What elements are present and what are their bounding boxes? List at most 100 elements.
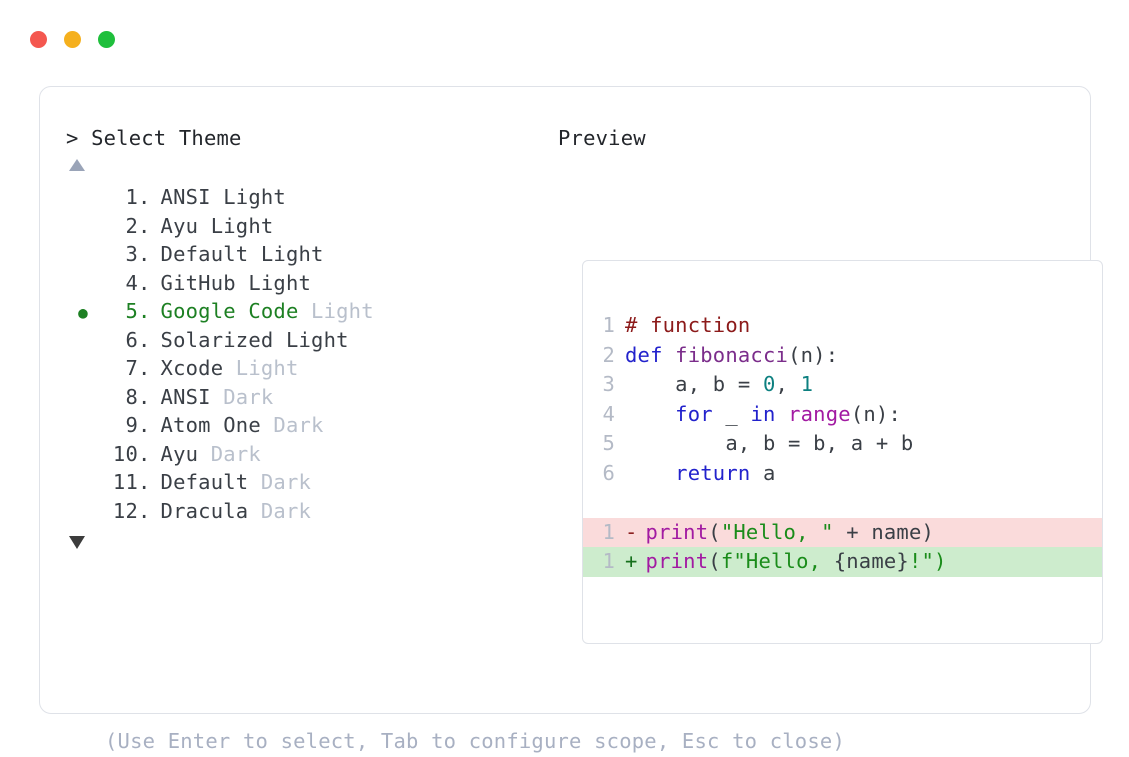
code-token: 0 — [762, 372, 776, 396]
diff-line-add: 1+print(f"Hello, {name}!") — [583, 547, 1102, 577]
theme-index-dot: . — [138, 356, 151, 380]
columns: > Select Theme ●1.ANSI Light●2.Ayu Light… — [66, 123, 1064, 549]
diff-line-del: 1 -print("Hello, " + name) — [583, 517, 1102, 548]
theme-name: Ayu — [160, 441, 199, 466]
code-token: {name} — [833, 549, 909, 573]
code-token: def — [625, 342, 676, 367]
code-token: "Hello, " — [720, 519, 834, 544]
theme-list-item[interactable]: ●5.Google Code Light — [66, 297, 558, 326]
code-token: f"Hello, — [720, 549, 834, 573]
code-token: for — [675, 401, 713, 426]
code-text: -print("Hello, " + name) — [625, 518, 1102, 548]
theme-index: 5 — [125, 299, 138, 323]
code-text: + print(f"Hello, {name}!") — [625, 547, 1102, 577]
theme-list-item[interactable]: ● 6. Solarized Light — [66, 326, 558, 355]
code-token: print — [645, 549, 709, 573]
code-gap — [583, 488, 1102, 518]
code-token: !") — [908, 549, 947, 573]
theme-variant: Dark — [198, 441, 261, 466]
theme-index: 8 — [125, 384, 138, 409]
theme-list-item[interactable]: ●1.ANSI Light — [66, 183, 558, 212]
theme-variant: Light — [298, 299, 374, 323]
marker-placeholder: ● — [66, 185, 100, 214]
code-token — [625, 402, 675, 426]
theme-list-item[interactable]: ●7.Xcode Light — [66, 354, 558, 383]
theme-index-dot: . — [138, 270, 151, 295]
theme-list-item[interactable]: ●9.Atom One Dark — [66, 411, 558, 440]
theme-name: Solarized Light — [160, 327, 349, 352]
minimize-button[interactable] — [64, 31, 81, 48]
page-title: > Select Theme — [66, 126, 242, 150]
theme-index-dot: . — [138, 470, 151, 494]
theme-list-item[interactable]: ●4.GitHub Light — [66, 269, 558, 298]
theme-index: 6 — [125, 327, 138, 352]
code-token: + name) — [833, 519, 935, 544]
code-text: for _ in range(n): — [625, 400, 1102, 430]
code-token: in — [750, 401, 776, 426]
marker-placeholder: ● — [66, 328, 100, 357]
theme-list-item[interactable]: ●10.Ayu Dark — [66, 440, 558, 469]
code-token: a, b = — [625, 372, 763, 396]
code-token: range — [788, 401, 851, 426]
theme-list-item[interactable]: ●12.Dracula Dark — [66, 497, 558, 526]
theme-index: 2 — [125, 213, 138, 238]
triangle-up-icon[interactable] — [69, 159, 85, 171]
code-line: 5 a, b = b, a + b — [583, 429, 1102, 459]
theme-name: Default — [160, 470, 249, 494]
preview-column: Preview — [558, 123, 1064, 549]
line-number: 6 — [602, 460, 615, 485]
line-number: 3 — [602, 372, 615, 396]
code-line: 4 for _ in range(n): — [583, 400, 1102, 430]
code-token: fibonacci — [675, 342, 789, 367]
theme-variant: Dark — [248, 498, 312, 523]
theme-select-column: > Select Theme ●1.ANSI Light●2.Ayu Light… — [66, 123, 558, 549]
code-token: (n): — [788, 342, 839, 367]
diff-sign: + — [625, 549, 638, 573]
line-number: 1 — [602, 519, 615, 544]
marker-placeholder: ● — [66, 356, 100, 385]
code-text: a, b = 0, 1 — [625, 370, 1102, 400]
marker-placeholder: ● — [66, 214, 100, 243]
theme-variant: Light — [223, 356, 299, 380]
theme-index-dot: . — [138, 242, 151, 266]
diff-sign: - — [625, 519, 638, 544]
theme-index-dot: . — [138, 384, 151, 409]
theme-index: 9 — [125, 413, 138, 437]
theme-name: Atom One — [160, 413, 261, 437]
selected-marker-icon: ● — [78, 303, 88, 322]
theme-index: 3 — [125, 242, 138, 266]
window-controls — [30, 31, 115, 48]
theme-index-dot: . — [138, 441, 151, 466]
code-token — [625, 461, 675, 485]
theme-picker-card: > Select Theme ●1.ANSI Light●2.Ayu Light… — [39, 86, 1103, 753]
theme-name: Google Code — [160, 299, 299, 323]
theme-variant: Dark — [210, 384, 274, 409]
theme-index: 10 — [112, 441, 138, 466]
close-button[interactable] — [30, 31, 47, 48]
theme-index: 12 — [112, 498, 138, 523]
theme-list-item[interactable]: ●2.Ayu Light — [66, 212, 558, 241]
code-token: _ — [712, 401, 751, 426]
code-token: # function — [625, 313, 751, 337]
theme-index-dot: . — [138, 498, 151, 523]
theme-list-item[interactable]: ●3.Default Light — [66, 240, 558, 269]
maximize-button[interactable] — [98, 31, 115, 48]
code-token: , — [775, 372, 801, 396]
code-token: ( — [708, 519, 721, 544]
theme-list[interactable]: ●1.ANSI Light●2.Ayu Light●3.Default Ligh… — [66, 183, 558, 525]
code-token: return — [675, 460, 751, 485]
theme-index-dot: . — [138, 327, 151, 352]
triangle-down-icon[interactable] — [69, 536, 85, 549]
marker-placeholder: ● — [66, 242, 100, 271]
marker-placeholder: ● — [66, 385, 100, 414]
theme-index: 1 — [125, 185, 138, 209]
theme-name: Dracula — [160, 498, 249, 523]
theme-list-item[interactable]: ●8.ANSI Dark — [66, 383, 558, 412]
code-token: a, b = b, a + b — [625, 431, 914, 455]
line-number: 4 — [602, 401, 615, 426]
code-token: ( — [708, 549, 721, 573]
code-token: 1 — [800, 372, 814, 396]
theme-list-item[interactable]: ●11.Default Dark — [66, 468, 558, 497]
